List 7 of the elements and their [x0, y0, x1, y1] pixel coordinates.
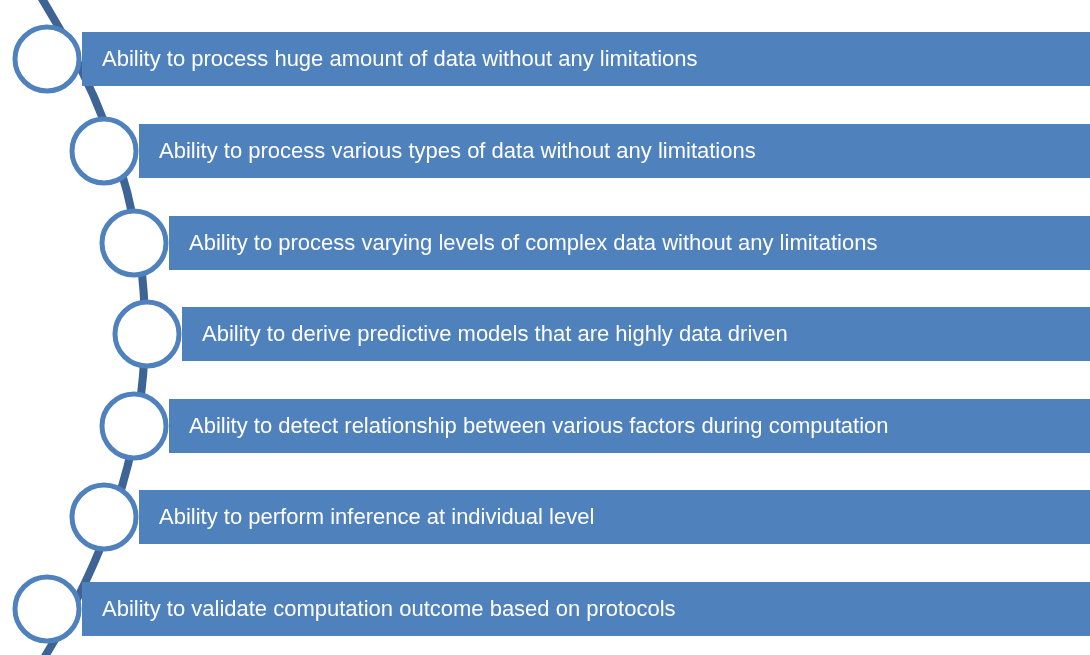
- list-item-bar: Ability to detect relationship between various factors during computation: [169, 399, 1090, 453]
- list-item-bar: Ability to derive predictive models that are highly data driven: [182, 307, 1090, 361]
- list-item-bar: Ability to process varying levels of complex data without any limitations: [169, 216, 1090, 270]
- list-item-bar: Ability to process various types of data without any limitations: [139, 124, 1090, 178]
- list-item-bar: Ability to validate computation outcome based on protocols: [82, 582, 1090, 636]
- list-item-bar: Ability to process huge amount of data without any limitations: [82, 32, 1090, 86]
- list-item-bar: Ability to perform inference at individual level: [139, 490, 1090, 544]
